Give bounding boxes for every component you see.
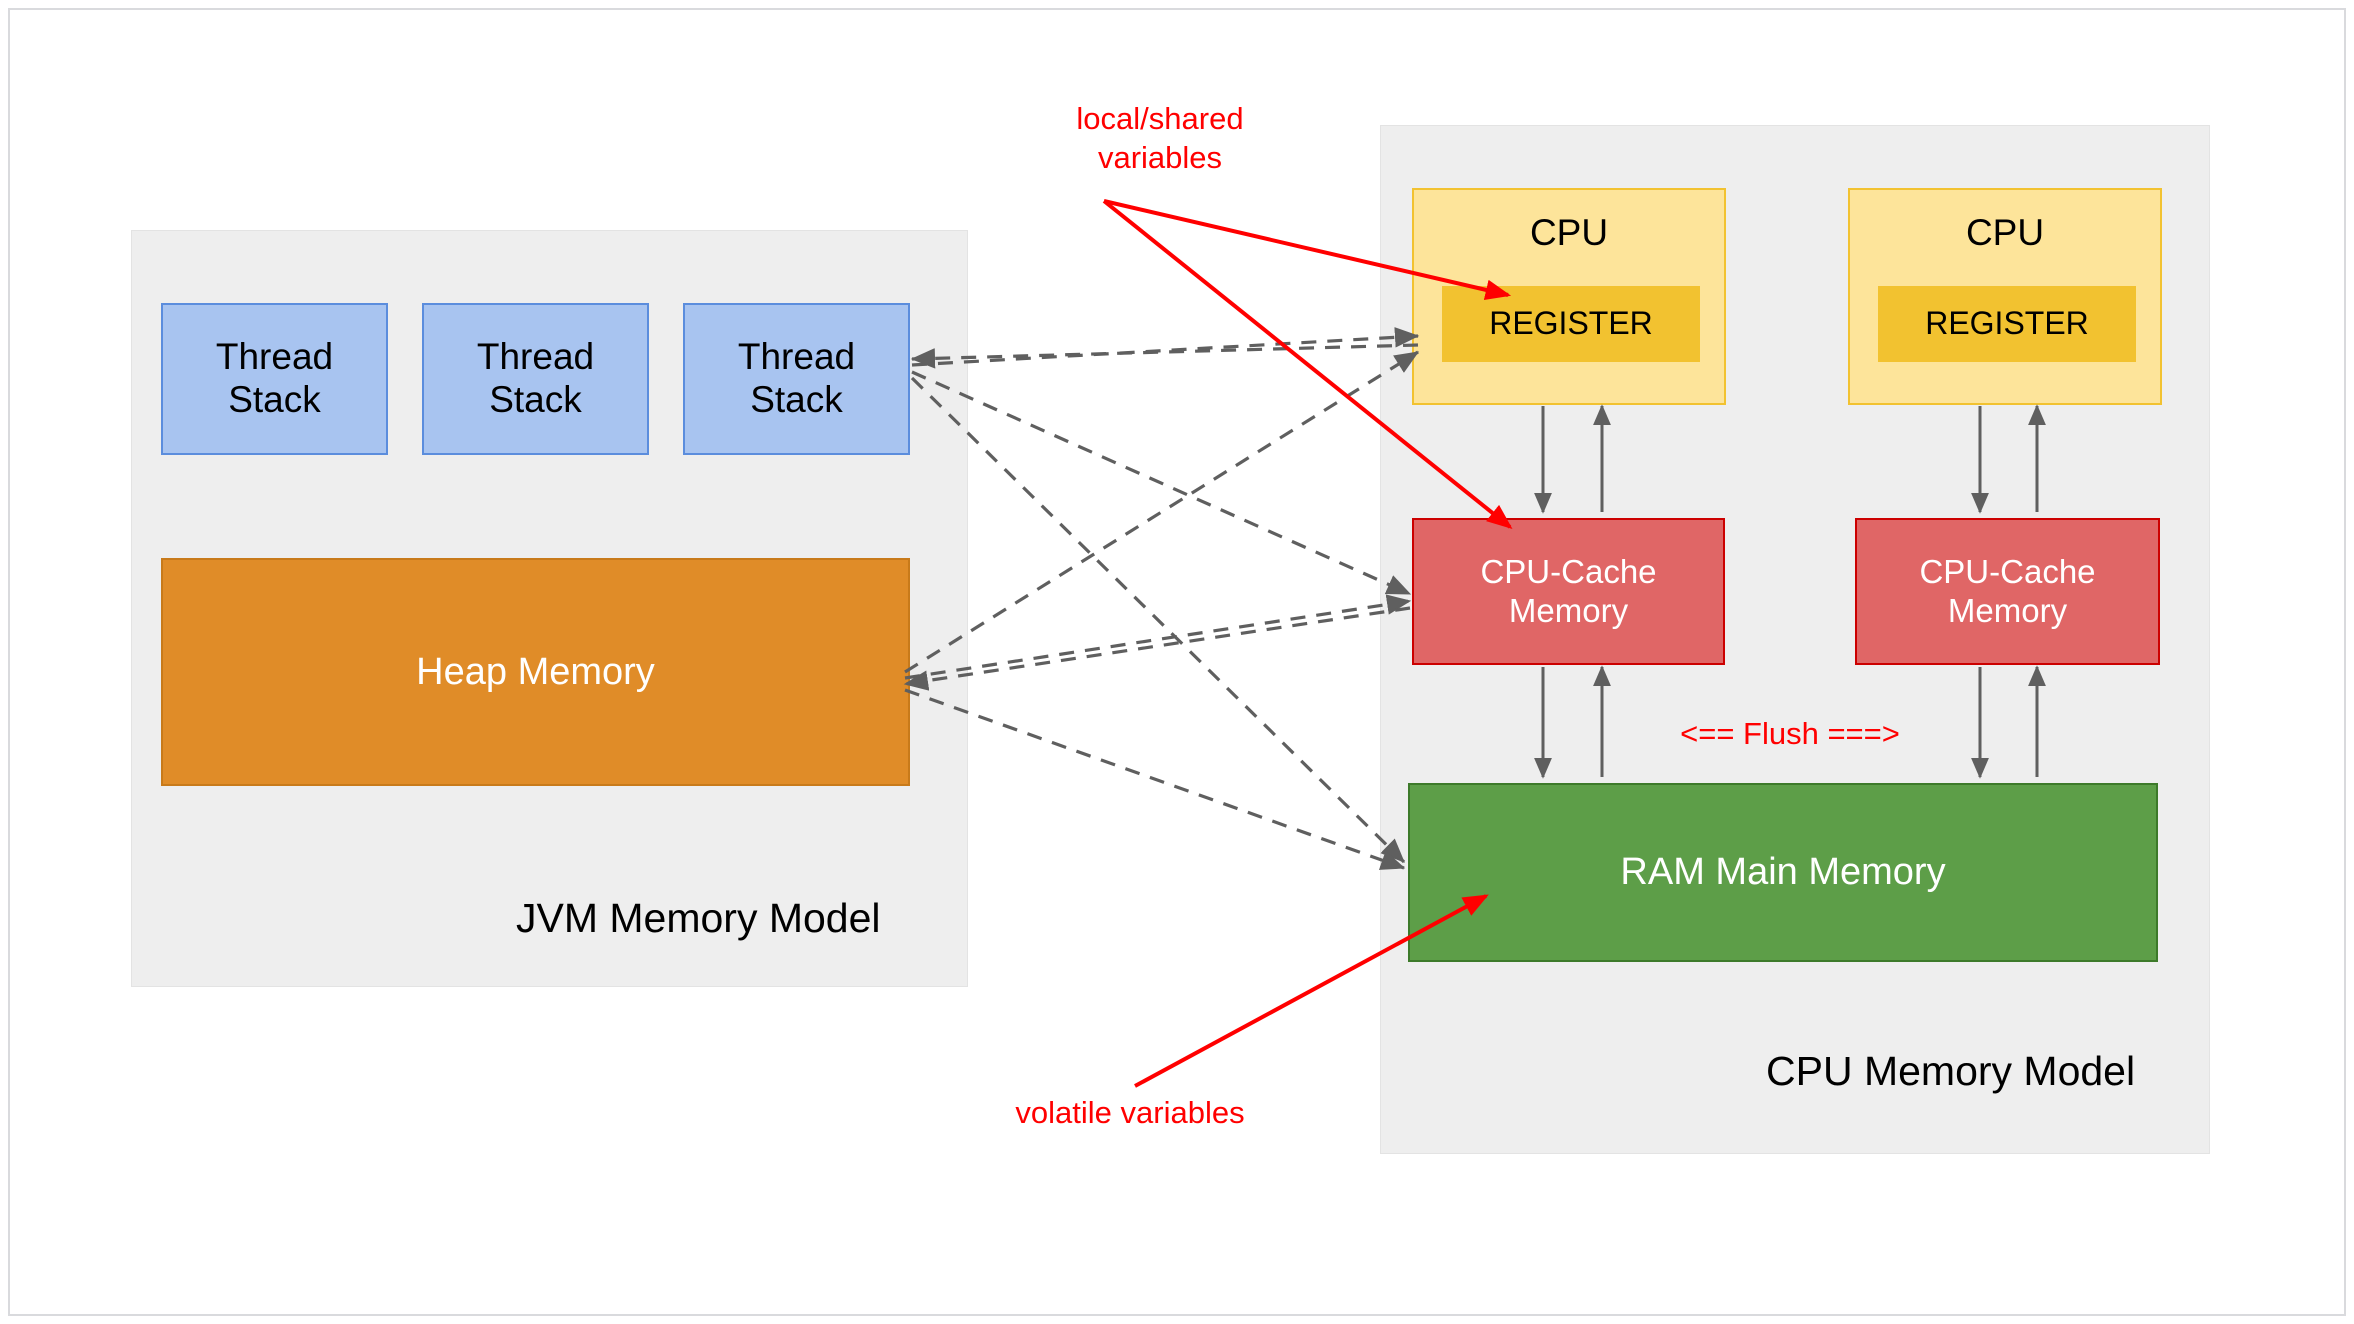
register-box-2[interactable]: REGISTER — [1878, 286, 2136, 362]
cpu-box-2[interactable]: CPU REGISTER — [1848, 188, 2162, 405]
annotation-volatile-variables: volatile variables — [1015, 1095, 1245, 1130]
annotation-local-shared-variables: local/shared variables — [1076, 101, 1244, 175]
heap-memory-box[interactable]: Heap Memory — [161, 558, 910, 786]
cpu-cache-memory-box-1[interactable]: CPU-Cache Memory — [1412, 518, 1725, 665]
ram-main-memory-box[interactable]: RAM Main Memory — [1408, 783, 2158, 962]
thread-stack-box-3[interactable]: Thread Stack — [683, 303, 910, 455]
thread-stack-box-2[interactable]: Thread Stack — [422, 303, 649, 455]
register-box-1[interactable]: REGISTER — [1442, 286, 1700, 362]
annotation-flush-label: <== Flush ===> — [1680, 716, 1900, 751]
cpu-label-2: CPU — [1965, 212, 2045, 253]
cpu-box-1[interactable]: CPU REGISTER — [1412, 188, 1726, 405]
cpu-memory-model-label: CPU Memory Model — [1766, 1048, 2136, 1094]
cpu-label-1: CPU — [1529, 212, 1609, 253]
cpu-cache-memory-box-2[interactable]: CPU-Cache Memory — [1855, 518, 2160, 665]
thread-stack-box-1[interactable]: Thread Stack — [161, 303, 388, 455]
jvm-memory-model-label: JVM Memory Model — [516, 895, 881, 941]
